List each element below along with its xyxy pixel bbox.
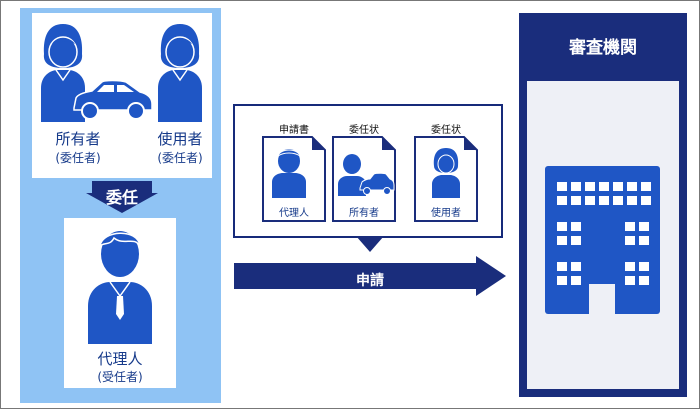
owner-sublabel: (委任者) bbox=[55, 151, 101, 165]
doc-label-agent: 代理人 bbox=[279, 208, 309, 219]
doc-label-owner: 所有者 bbox=[349, 208, 379, 219]
delegation-label: 委任 bbox=[105, 188, 138, 207]
owner-label: 所有者 bbox=[55, 130, 101, 148]
doc-title-proxy-user: 委任状 bbox=[431, 125, 461, 136]
user-person-icon bbox=[158, 24, 202, 122]
doc-title-application: 申請書 bbox=[279, 125, 309, 136]
car-icon bbox=[73, 79, 153, 120]
building-icon bbox=[545, 166, 660, 314]
agency-label: 審査機関 bbox=[569, 38, 637, 58]
application-form-doc bbox=[262, 136, 326, 222]
proxy-owner-doc bbox=[332, 136, 396, 222]
delegation-arrow bbox=[86, 181, 158, 213]
application-arrow bbox=[234, 256, 506, 296]
agent-person-icon bbox=[88, 231, 152, 344]
agent-sublabel: (受任者) bbox=[97, 370, 143, 384]
owner-person-icon bbox=[41, 24, 85, 122]
doc-title-proxy-owner: 委任状 bbox=[349, 125, 379, 136]
application-label: 申請 bbox=[356, 273, 384, 289]
proxy-user-doc bbox=[414, 136, 478, 222]
documents-pointer bbox=[356, 236, 384, 252]
agent-label: 代理人 bbox=[97, 350, 143, 368]
user-label: 使用者 bbox=[157, 130, 203, 148]
user-sublabel: (委任者) bbox=[157, 151, 203, 165]
doc-label-user: 使用者 bbox=[431, 208, 461, 219]
